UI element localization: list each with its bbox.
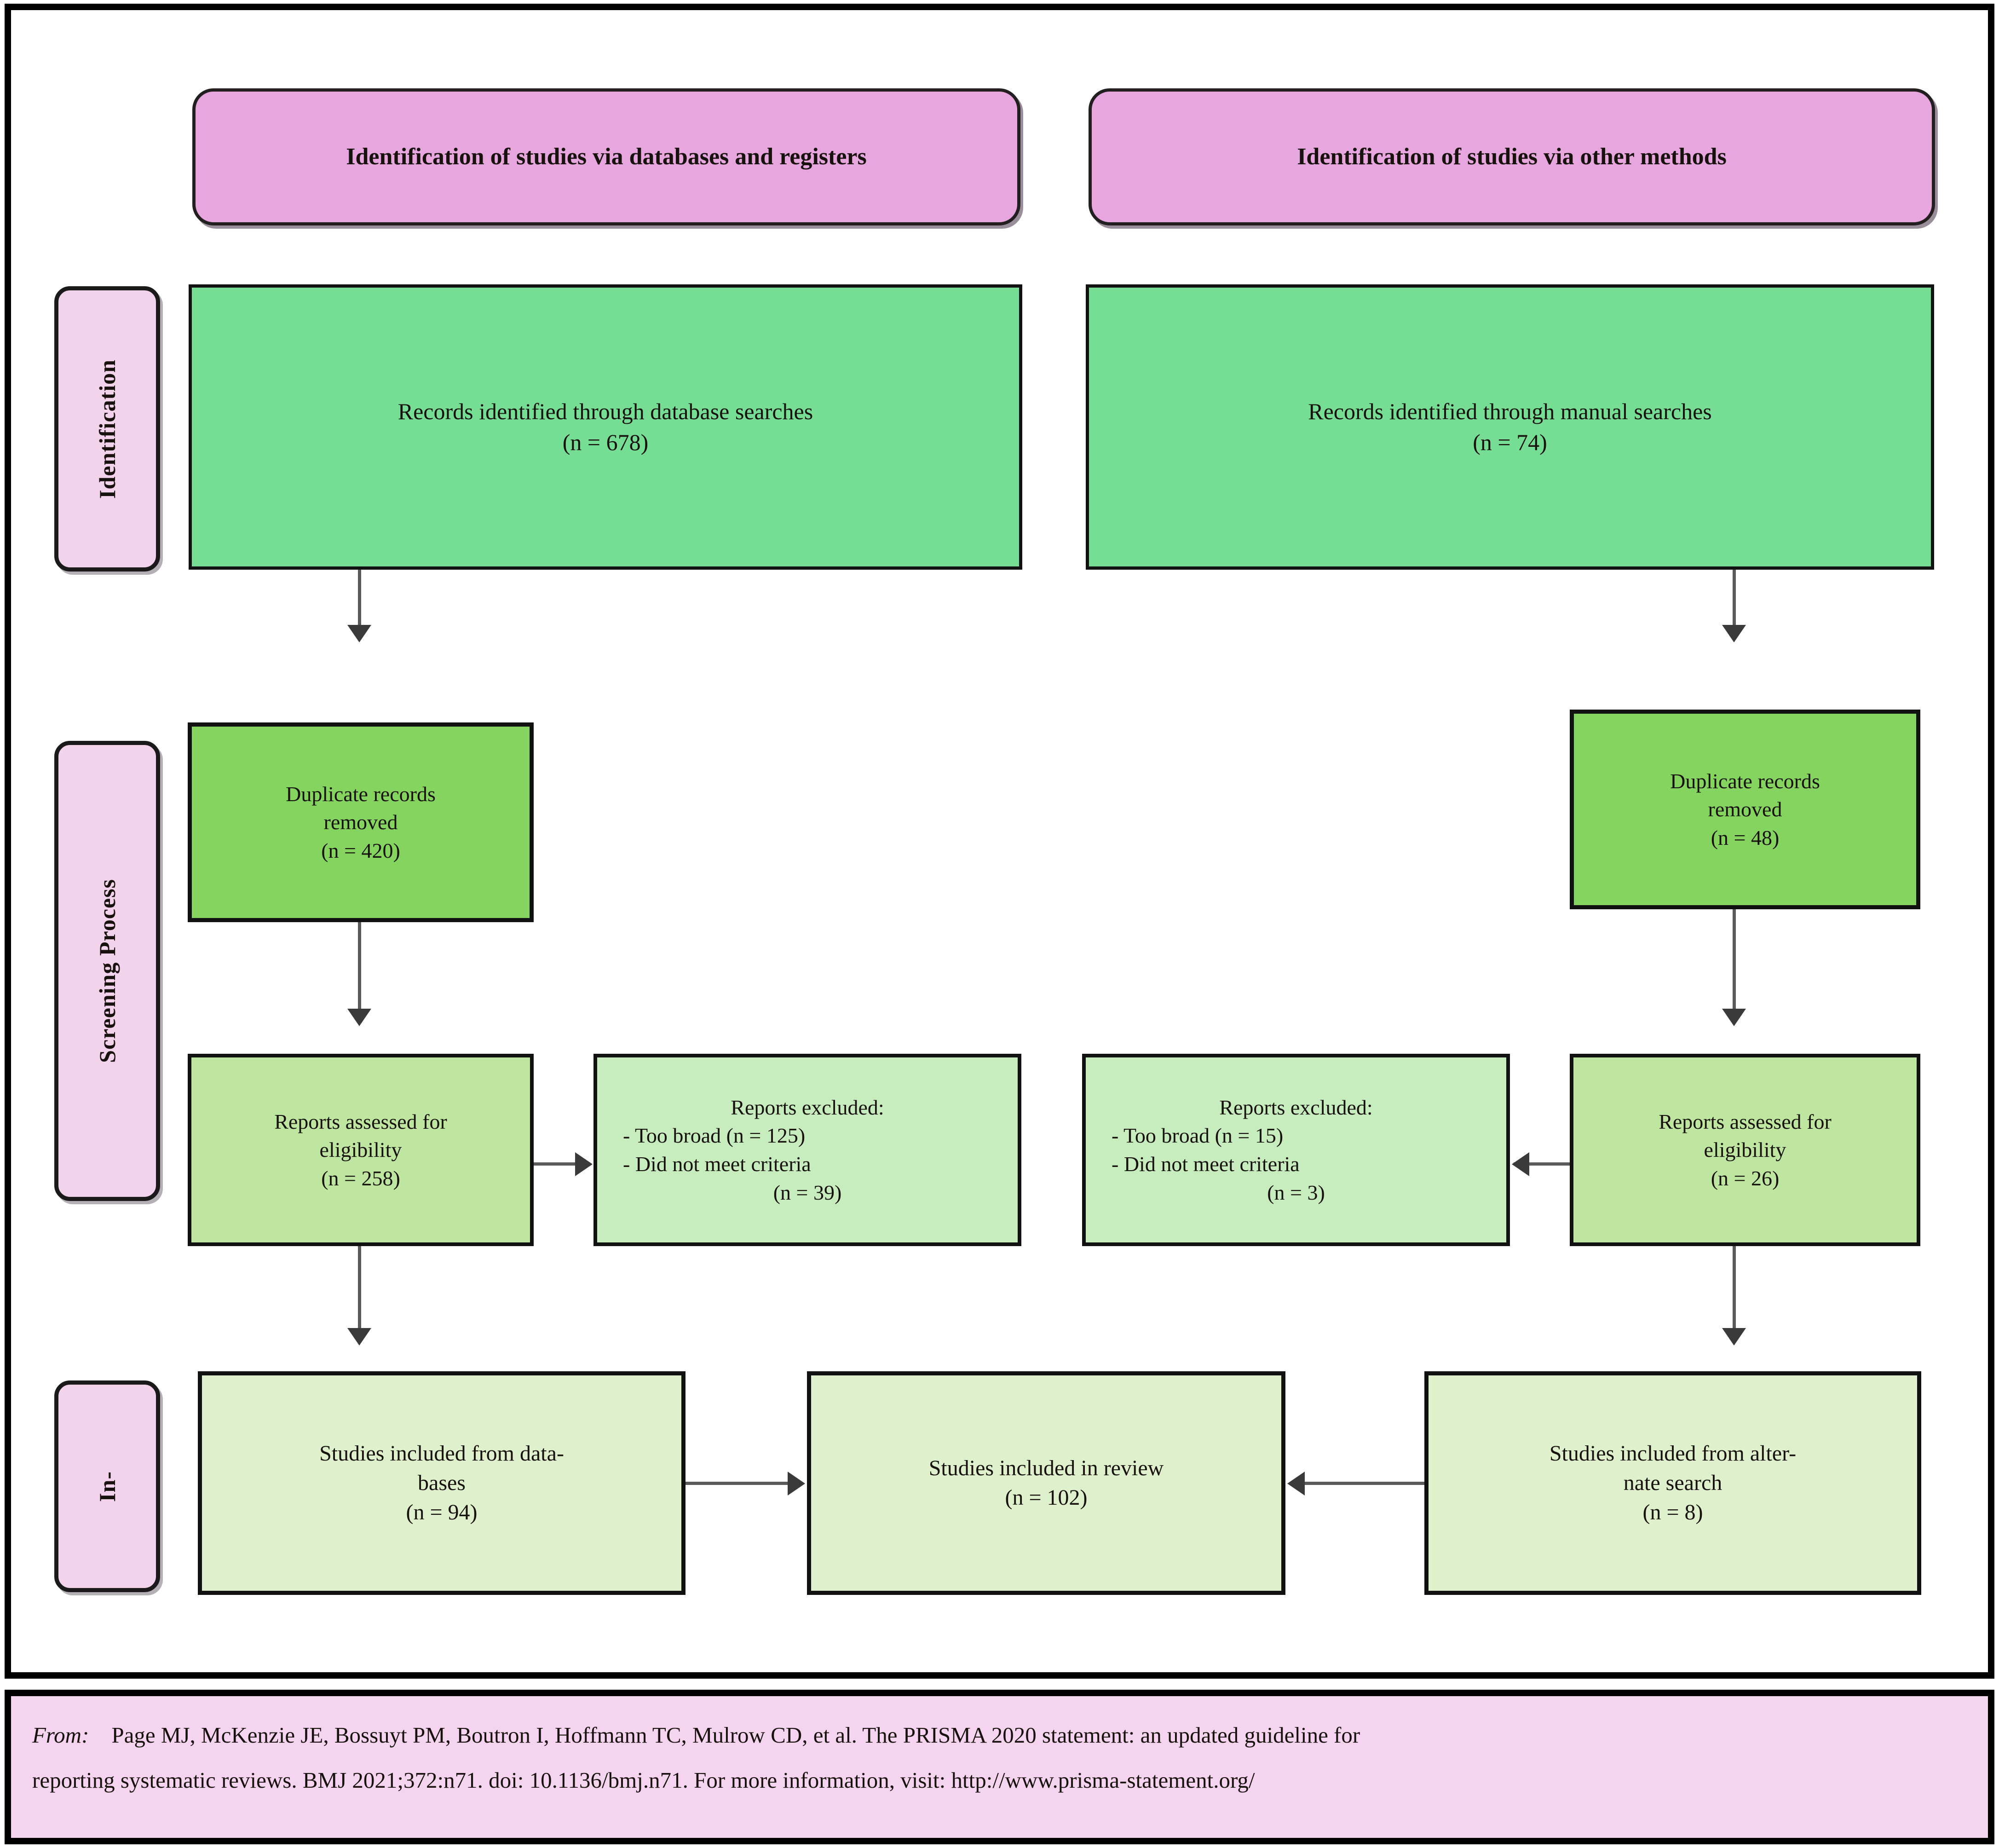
box-reports-assessed-left: Reports assessed for eligibility (n = 25… (188, 1054, 534, 1246)
box-reports-excluded-left: Reports excluded: - Too broad (n = 125) … (593, 1054, 1021, 1246)
included-databases-line-1: Studies included from data- (319, 1441, 564, 1466)
box-studies-included-alternate: Studies included from alter- nate search… (1424, 1371, 1921, 1595)
citation-text-2: reporting systematic reviews. BMJ 2021;3… (32, 1767, 1255, 1793)
box-reports-excluded-right: Reports excluded: - Too broad (n = 15) -… (1082, 1054, 1510, 1246)
duplicates-right-line-2: removed (1708, 797, 1782, 821)
box-reports-assessed-right: Reports assessed for eligibility (n = 26… (1570, 1054, 1920, 1246)
header-databases-label: Identification of studies via databases … (346, 144, 867, 170)
connector-assessed-to-excluded-left (534, 1162, 577, 1166)
duplicates-left-line-1: Duplicate records (286, 782, 436, 806)
arrowhead-databases-to-review (788, 1472, 805, 1496)
connector-assessed-to-excluded-right (1514, 1162, 1570, 1166)
citation-line-2: reporting systematic reviews. BMJ 2021;3… (32, 1758, 1967, 1803)
excluded-right-title: Reports excluded: (1219, 1095, 1373, 1119)
connector-left-ident-to-dup (358, 570, 361, 629)
assessed-right-count: (n = 26) (1711, 1166, 1780, 1190)
duplicates-left-line-2: removed (323, 810, 398, 834)
records-databases-count: (n = 678) (562, 429, 649, 455)
included-databases-line-2: bases (418, 1470, 466, 1495)
arrowhead-assessed-to-excluded-left (575, 1152, 593, 1176)
excluded-left-item-1: - Too broad (n = 125) (623, 1124, 806, 1148)
excluded-right-count: (n = 3) (1267, 1180, 1325, 1204)
excluded-left-title: Reports excluded: (731, 1095, 884, 1119)
connector-right-ident-to-dup (1733, 570, 1736, 629)
header-databases-registers: Identification of studies via databases … (192, 88, 1020, 225)
included-alternate-line-2: nate search (1623, 1470, 1722, 1495)
excluded-left-count: (n = 39) (773, 1180, 842, 1204)
stage-label-screening: Screening Process (54, 741, 160, 1201)
arrowhead-left-assessed-to-included (347, 1328, 371, 1346)
arrowhead-right-assessed-to-included (1722, 1328, 1746, 1346)
connector-databases-to-review (686, 1482, 789, 1485)
header-other-methods: Identification of studies via other meth… (1089, 88, 1935, 225)
connector-right-assessed-to-included (1733, 1246, 1736, 1332)
assessed-left-count: (n = 258) (321, 1166, 400, 1190)
stage-identification-text: Identification (94, 359, 120, 499)
citation-footer: From: Page MJ, McKenzie JE, Bossuyt PM, … (5, 1690, 1994, 1844)
records-manual-count: (n = 74) (1473, 429, 1547, 455)
connector-left-dup-to-assessed (358, 922, 361, 1012)
excluded-left-item-2: - Did not meet criteria (623, 1152, 811, 1176)
included-alternate-line-1: Studies included from alter- (1549, 1441, 1797, 1466)
connector-alternate-to-review (1305, 1482, 1424, 1485)
arrowhead-right-dup-to-assessed (1722, 1009, 1746, 1026)
box-records-identified-manual: Records identified through manual search… (1086, 284, 1934, 570)
stage-included-text: In- (94, 1471, 120, 1502)
excluded-right-item-1: - Too broad (n = 15) (1112, 1124, 1284, 1148)
arrowhead-alternate-to-review (1287, 1472, 1305, 1496)
arrowhead-left-ident-to-dup (347, 625, 371, 642)
duplicates-right-line-1: Duplicate records (1670, 769, 1820, 793)
arrowhead-right-ident-to-dup (1722, 625, 1746, 642)
box-studies-included-review: Studies included in review (n = 102) (807, 1371, 1285, 1595)
box-records-identified-databases: Records identified through database sear… (189, 284, 1022, 570)
included-review-line-1: Studies included in review (928, 1455, 1164, 1480)
included-review-count: (n = 102) (1005, 1485, 1088, 1510)
assessed-left-line-2: eligibility (319, 1138, 402, 1162)
records-databases-line-1: Records identified through database sear… (397, 398, 813, 424)
included-alternate-count: (n = 8) (1642, 1500, 1703, 1525)
box-studies-included-databases: Studies included from data- bases (n = 9… (198, 1371, 686, 1595)
assessed-right-line-1: Reports assessed for (1659, 1109, 1832, 1133)
header-other-methods-label: Identification of studies via other meth… (1297, 144, 1727, 170)
duplicates-right-count: (n = 48) (1711, 826, 1780, 849)
arrowhead-left-dup-to-assessed (347, 1009, 371, 1026)
citation-line-1: From: Page MJ, McKenzie JE, Bossuyt PM, … (32, 1713, 1967, 1758)
duplicates-left-count: (n = 420) (321, 838, 400, 862)
records-manual-line-1: Records identified through manual search… (1308, 398, 1712, 424)
box-duplicates-removed-right: Duplicate records removed (n = 48) (1570, 710, 1920, 909)
citation-from-label: From: (32, 1722, 89, 1748)
stage-label-identification: Identification (54, 286, 160, 572)
arrowhead-assessed-to-excluded-right (1512, 1152, 1529, 1176)
assessed-right-line-2: eligibility (1704, 1138, 1786, 1162)
excluded-right-item-2: - Did not meet criteria (1112, 1152, 1300, 1176)
connector-left-assessed-to-included (358, 1246, 361, 1332)
included-databases-count: (n = 94) (406, 1500, 478, 1525)
citation-text-1: Page MJ, McKenzie JE, Bossuyt PM, Boutro… (111, 1722, 1360, 1748)
box-duplicates-removed-left: Duplicate records removed (n = 420) (188, 722, 534, 922)
stage-screening-text: Screening Process (94, 879, 120, 1063)
connector-right-dup-to-assessed (1733, 909, 1736, 1012)
stage-label-included: In- (54, 1380, 160, 1592)
assessed-left-line-1: Reports assessed for (274, 1109, 447, 1133)
